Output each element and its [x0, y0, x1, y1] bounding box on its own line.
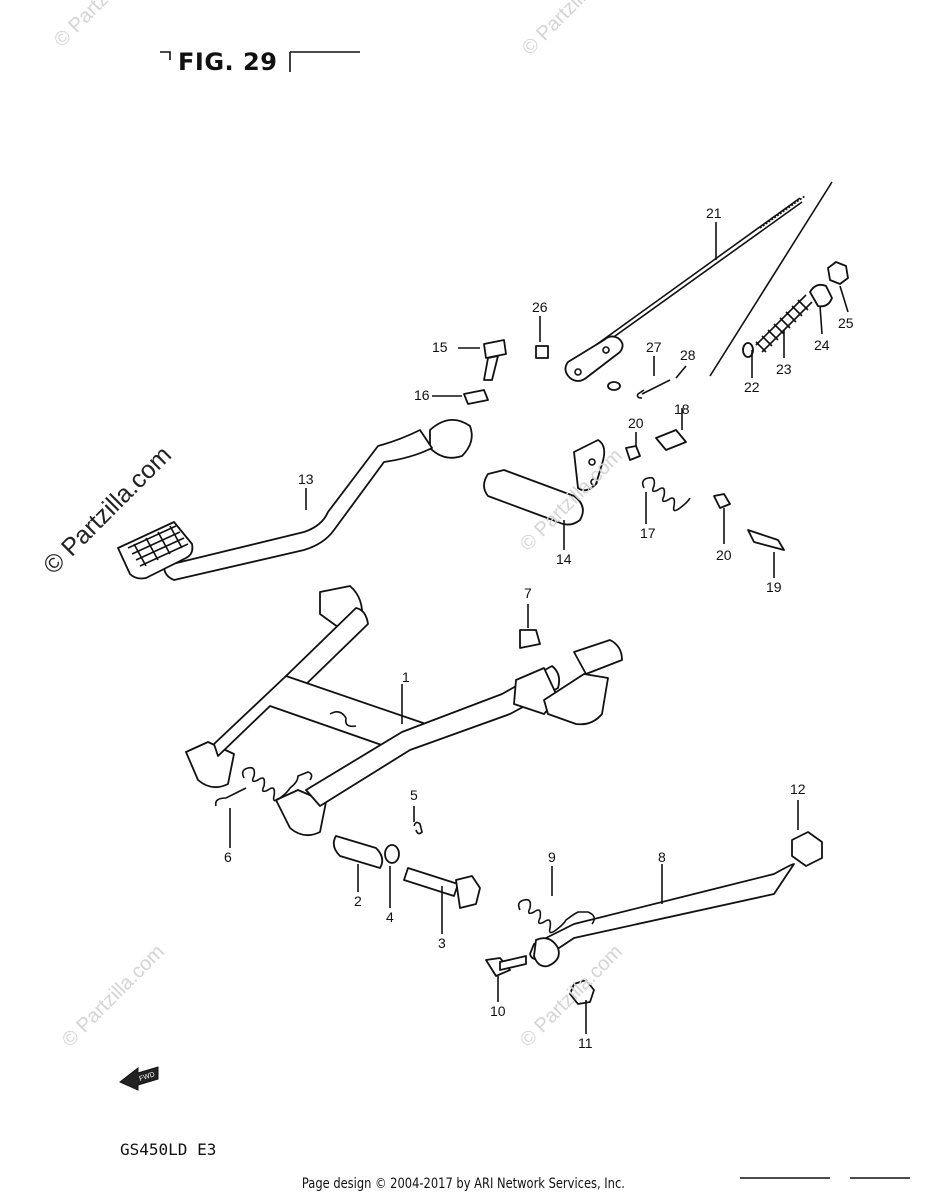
callout-13: 13	[298, 471, 314, 487]
callout-10: 10	[490, 1003, 506, 1019]
callout-3: 3	[438, 935, 446, 951]
callout-20a: 20	[628, 415, 644, 431]
callout-24: 24	[814, 337, 830, 353]
callout-1: 1	[402, 669, 410, 685]
callout-28: 28	[680, 347, 696, 363]
part-14-brake-shaft	[483, 439, 606, 526]
callout-22: 22	[744, 379, 760, 395]
part-6-spring	[214, 766, 313, 807]
part-21-brake-rod	[564, 181, 833, 382]
callout-15: 15	[432, 339, 448, 355]
callout-23: 23	[776, 361, 792, 377]
leader-lines	[229, 222, 849, 1034]
callout-26: 26	[532, 299, 548, 315]
callout-16: 16	[414, 387, 430, 403]
callout-20b: 20	[716, 547, 732, 563]
part-22-25-adjuster	[742, 261, 849, 358]
callout-2: 2	[354, 893, 362, 909]
callout-25: 25	[838, 315, 854, 331]
model-code: GS450LD E3	[120, 1140, 217, 1159]
part-13-brake-pedal	[117, 419, 473, 581]
callout-21: 21	[706, 205, 722, 221]
callout-17: 17	[640, 525, 656, 541]
callout-5: 5	[410, 787, 418, 803]
header-dashes	[160, 51, 910, 1179]
figure-label: FIG. 29	[178, 48, 278, 76]
part-26-27-28-pins	[535, 345, 671, 399]
callout-18: 18	[674, 401, 690, 417]
callout-numbers: 1 2 3 4 5 6 7 8 9 10 11 12 13 14 15 16 1…	[224, 205, 854, 1051]
part-1-main-stand	[185, 585, 623, 837]
callout-7: 7	[524, 585, 532, 601]
callout-19: 19	[766, 579, 782, 595]
footer-copyright: Page design © 2004-2017 by ARI Network S…	[301, 1176, 625, 1192]
callout-9: 9	[548, 849, 556, 865]
part-8-12-side-stand	[485, 831, 823, 1005]
callout-8: 8	[658, 849, 666, 865]
callout-4: 4	[386, 909, 394, 925]
part-7-plug	[519, 629, 541, 649]
callout-11: 11	[578, 1035, 593, 1051]
part-2-5-hardware	[332, 821, 481, 909]
callout-6: 6	[224, 849, 232, 865]
callout-12: 12	[790, 781, 806, 797]
part-15-16-bolt-nut	[463, 339, 507, 405]
fwd-label: FWD	[138, 1071, 155, 1083]
callout-14: 14	[556, 551, 572, 567]
part-17-20-spring-bolts	[625, 429, 785, 551]
fwd-arrow-icon: FWD	[119, 1066, 159, 1091]
callout-27: 27	[646, 339, 662, 355]
